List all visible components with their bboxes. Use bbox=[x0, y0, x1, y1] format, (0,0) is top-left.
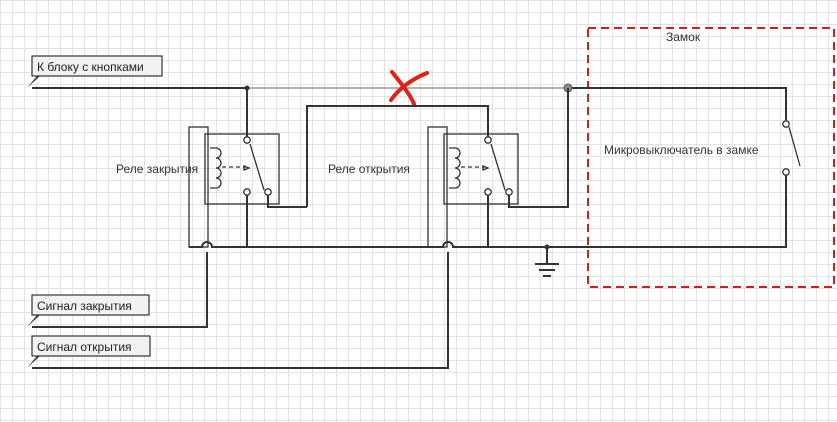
tag-close-signal: Сигнал закрытия bbox=[27, 294, 150, 327]
microswitch bbox=[782, 120, 801, 176]
relay-close-label: Реле закрытия bbox=[116, 162, 198, 176]
wire-close-signal bbox=[32, 252, 208, 328]
ground-symbol-icon bbox=[535, 247, 559, 277]
relay-open bbox=[427, 126, 519, 248]
wire-open-common-loop bbox=[306, 105, 489, 207]
wire-open-signal bbox=[32, 252, 449, 369]
tag-button-block: К блоку с кнопками bbox=[27, 55, 163, 88]
relay-close bbox=[188, 126, 280, 248]
wire-ground-bus bbox=[189, 174, 787, 248]
tag-open-signal: Сигнал открытия bbox=[27, 335, 151, 368]
relay-open-label: Реле открытия bbox=[328, 162, 410, 176]
wire-lock-top bbox=[568, 87, 787, 120]
coil-icon bbox=[449, 147, 461, 189]
lock-frame bbox=[587, 27, 835, 288]
lock-title: Замок bbox=[666, 30, 701, 44]
svg-text:К блоку с кнопками: К блоку с кнопками bbox=[37, 60, 144, 74]
svg-text:Сигнал открытия: Сигнал открытия bbox=[37, 340, 132, 354]
svg-text:Сигнал закрытия: Сигнал закрытия bbox=[37, 299, 132, 313]
red-x-mark-icon bbox=[389, 70, 429, 106]
wire-close-no bbox=[267, 195, 307, 208]
coil-icon bbox=[210, 147, 222, 189]
microswitch-label: Микровыключатель в замке bbox=[604, 143, 759, 157]
wire-open-no bbox=[508, 88, 569, 208]
